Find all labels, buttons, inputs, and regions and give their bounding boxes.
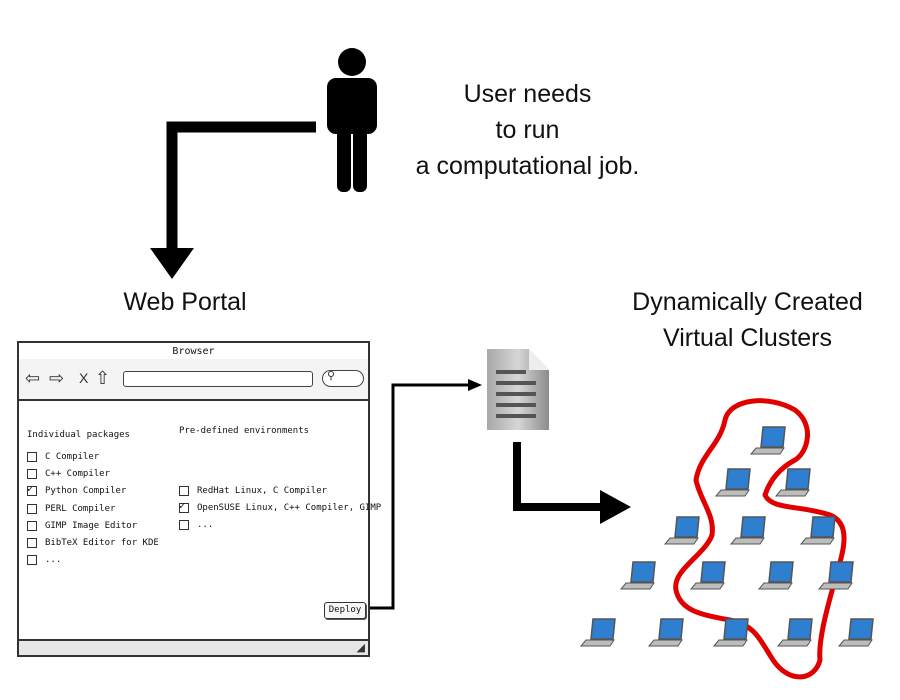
package-row[interactable]: Python Compiler (27, 484, 126, 498)
person-icon (327, 48, 377, 192)
package-label: GIMP Image Editor (45, 520, 138, 531)
individual-packages-header: Individual packages (27, 430, 130, 440)
package-row[interactable]: GIMP Image Editor (27, 519, 137, 533)
laptop-icon (817, 561, 854, 590)
user-caption-line: User needs (463, 80, 592, 108)
status-bar: ◢ (19, 639, 368, 655)
checkbox[interactable] (27, 520, 37, 531)
user-to-portal-arrow (150, 121, 316, 279)
package-label: BibTeX Editor for KDE (45, 538, 159, 548)
clusters-title: Dynamically Created Virtual Clusters (605, 284, 890, 356)
checkbox[interactable] (179, 502, 189, 513)
laptop-icon (776, 618, 813, 647)
environment-label: OpenSUSE Linux, C++ Compiler, GIMP (197, 503, 382, 513)
checkbox[interactable] (27, 469, 37, 480)
browser-title: Browser (172, 346, 215, 357)
browser-window: Browser ⇦ ⇨ X ⇧ ⚲ Individual packages Pr… (17, 341, 381, 657)
clusters-title-line: Dynamically Created (632, 288, 863, 316)
close-icon[interactable]: X (79, 370, 89, 386)
forward-arrow-icon[interactable]: ⇨ (49, 368, 65, 388)
package-label: C++ Compiler (45, 469, 111, 480)
package-label: PERL Compiler (45, 503, 116, 514)
search-icon: ⚲ (327, 370, 336, 382)
predefined-environments-header: Pre-defined environments (179, 426, 310, 436)
laptop-icon (689, 561, 726, 590)
laptop-group (579, 426, 874, 647)
checkbox[interactable] (27, 538, 37, 548)
package-row[interactable]: BibTeX Editor for KDE (27, 536, 159, 550)
package-label: C Compiler (45, 452, 100, 462)
browser-toolbar: ⇦ ⇨ X ⇧ ⚲ (19, 359, 368, 401)
user-caption: User needs to run a computational job. (395, 76, 660, 184)
package-row[interactable]: C++ Compiler (27, 467, 110, 481)
package-row[interactable]: PERL Compiler (27, 502, 115, 516)
laptop-icon (714, 468, 751, 497)
environment-row[interactable]: RedHat Linux, C Compiler (179, 484, 327, 498)
document-icon (487, 349, 549, 430)
package-label: ... (45, 555, 62, 566)
laptop-icon (757, 561, 794, 590)
package-row[interactable]: C Compiler (27, 450, 99, 464)
resize-grip-icon[interactable]: ◢ (356, 642, 365, 654)
deploy-button[interactable]: Deploy (324, 602, 366, 619)
laptop-icon (647, 618, 684, 647)
laptop-icon (799, 516, 836, 545)
laptop-icon (749, 426, 786, 455)
url-field[interactable] (123, 371, 313, 387)
cluster-outline (673, 398, 847, 680)
deploy-to-document-arrow (366, 379, 482, 610)
search-field[interactable]: ⚲ (322, 370, 364, 387)
checkbox[interactable] (27, 485, 37, 497)
checkbox[interactable] (27, 452, 37, 462)
user-caption-line: to run (495, 116, 560, 144)
checkbox[interactable] (27, 503, 37, 514)
environment-label: ... (197, 520, 214, 530)
environment-label: RedHat Linux, C Compiler (197, 486, 328, 496)
laptop-icon (729, 516, 766, 545)
checkbox[interactable] (27, 555, 37, 566)
back-arrow-icon[interactable]: ⇦ (25, 368, 41, 388)
user-caption-line: a computational job. (415, 152, 640, 180)
laptop-icon (837, 618, 874, 647)
laptop-icon (774, 468, 811, 497)
portal-title: Web Portal (123, 288, 247, 316)
environment-row[interactable]: OpenSUSE Linux, C++ Compiler, GIMP (179, 501, 381, 515)
package-label: Python Compiler (45, 486, 127, 497)
clusters-title-line: Virtual Clusters (662, 324, 833, 352)
environment-row[interactable]: ... (179, 518, 213, 532)
home-icon[interactable]: ⇧ (95, 368, 111, 388)
document-to-cluster-arrow (513, 442, 631, 524)
laptop-icon (579, 618, 616, 647)
package-row[interactable]: ... (27, 553, 61, 567)
laptop-icon (712, 618, 749, 647)
laptop-icon (663, 516, 700, 545)
laptop-icon (619, 561, 656, 590)
checkbox[interactable] (179, 486, 189, 496)
checkbox[interactable] (179, 520, 189, 530)
